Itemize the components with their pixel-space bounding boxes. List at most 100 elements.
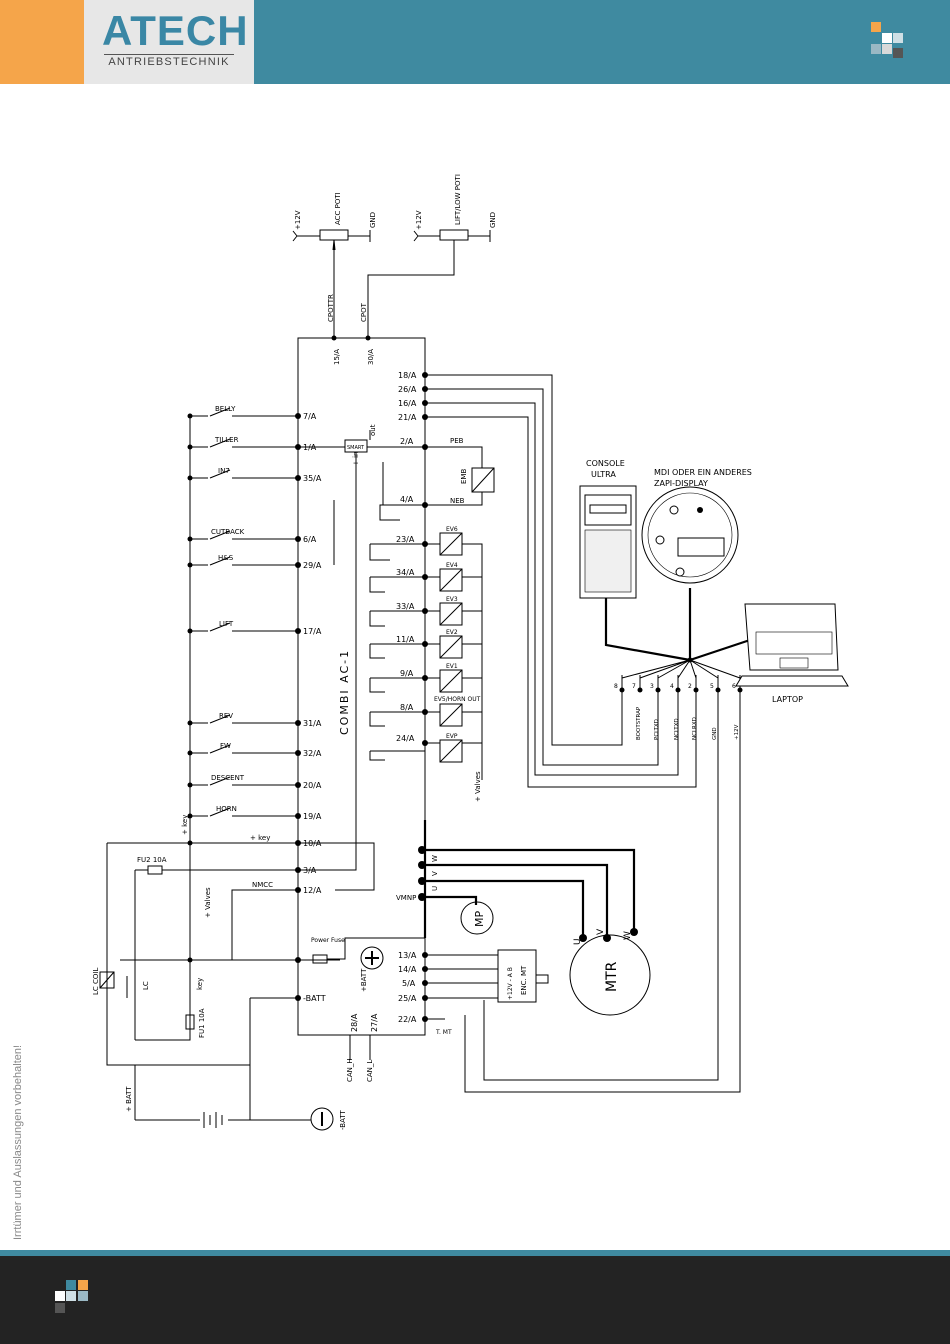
switch-hs-label: H&S <box>218 554 234 562</box>
pin-4a: 4/A <box>400 495 414 504</box>
lift-poti-label: LIFT/LOW POTI <box>454 174 462 225</box>
fu2-label: FU2 10A <box>137 856 167 864</box>
switch-belly-label: BELLY <box>215 405 236 413</box>
controller-label: COMBI AC-1 <box>338 649 351 735</box>
terminal-u: U <box>573 938 583 945</box>
conn-bootstrap: BOOTSTRAP <box>636 706 642 740</box>
connector-numbers: 8 7 3 4 2 5 6 <box>614 683 736 690</box>
pin-35a: 35/A <box>303 474 322 483</box>
valve-ev1: EV1 <box>446 663 458 670</box>
pin-24a: 24/A <box>396 734 415 743</box>
header-teal-bar <box>254 0 950 84</box>
pin-1a: 1/A <box>303 443 317 452</box>
lc-label: LC <box>142 981 150 990</box>
laptop-device <box>735 603 849 687</box>
pin-12a: 12/A <box>303 886 322 895</box>
pin-26a: 26/A <box>398 385 417 394</box>
pin-2a: 2/A <box>400 437 414 446</box>
pin-minus-batt: -BATT <box>303 994 326 1003</box>
pin-29a: 29/A <box>303 561 322 570</box>
footer-accent-line <box>0 1250 950 1256</box>
switch-lift-label: LIFT <box>219 620 234 628</box>
mp-label: MP <box>473 911 486 927</box>
minus-batt-label: -BATT <box>339 1110 347 1130</box>
valve-pins: 23/A 34/A 33/A 11/A 9/A 8/A 24/A <box>396 535 415 743</box>
valves-plus-left: + Valves <box>204 887 212 918</box>
header-orange-block <box>0 0 84 84</box>
pin-22a: 22/A <box>398 1015 417 1024</box>
laptop-label: LAPTOP <box>772 695 803 704</box>
connector-labels: BOOTSTRAP PCLTXD NCLTXD NCLRXD GND +12V <box>636 706 740 740</box>
pin-10a: 10/A <box>303 839 322 848</box>
can-l-label: CAN_L <box>366 1060 374 1082</box>
phase-v: V <box>431 871 439 876</box>
mtr-label: MTR <box>604 961 620 992</box>
pin-16a: 16/A <box>398 399 417 408</box>
footer-squares-icon <box>55 1280 88 1313</box>
acc-poti-label: ACC POTI <box>334 192 342 225</box>
pin-15a: 15/A <box>333 349 341 365</box>
pin-3a: 3/A <box>303 866 317 875</box>
vmnp-label: VMNP <box>396 894 416 902</box>
emb-label: EMB <box>460 469 468 484</box>
conn-pcltxd: PCLTXD <box>654 719 660 740</box>
pin-9a: 9/A <box>400 669 414 678</box>
pin-32a: 32/A <box>303 749 322 758</box>
conn-num-5: 5 <box>710 683 714 690</box>
acc-poti-gnd: GND <box>369 212 377 228</box>
fu1-label: FU1 10A <box>198 1008 206 1038</box>
pin-7a: 7/A <box>303 412 317 421</box>
pin-28a: 28/A <box>350 1013 359 1032</box>
pin-33a: 33/A <box>396 602 415 611</box>
nmcc-label: NMCC <box>252 881 273 889</box>
mdi-title-2: ZAPI-DISPLAY <box>654 479 708 488</box>
power-fuse-label: Power Fuse <box>311 937 345 944</box>
key-label: key <box>196 978 204 990</box>
pin-6a: 6/A <box>303 535 317 544</box>
pin-8a: 8/A <box>400 703 414 712</box>
switch-tiller-label: TILLER <box>214 436 239 444</box>
valve-ev6: EV6 <box>446 526 458 533</box>
console-title-1: CONSOLE <box>586 459 625 468</box>
pin-20a: 20/A <box>303 781 322 790</box>
can-h-label: CAN_H <box>346 1058 354 1082</box>
switch-descent-label: DESCENT <box>211 774 245 782</box>
neb-label: NEB <box>450 497 465 505</box>
conn-12v: +12V <box>734 724 740 740</box>
encoder-label: ENC. MT <box>520 965 528 995</box>
mdi-display-device <box>641 486 739 584</box>
lift-poti-gnd: GND <box>489 212 497 228</box>
valve-evp: EVP <box>446 733 458 740</box>
switch-horn-label: HORN <box>216 805 237 813</box>
valve-ev5-horn: EV5/HORN OUT <box>434 696 481 703</box>
pin-21a: 21/A <box>398 413 417 422</box>
pin-34a: 34/A <box>396 568 415 577</box>
pin-14a: 14/A <box>398 965 417 974</box>
key-plus-vertical: + key <box>181 815 189 835</box>
console-title-2: ULTRA <box>591 470 616 479</box>
conn-gnd: GND <box>712 727 718 740</box>
pin-17a: 17/A <box>303 627 322 636</box>
lift-poti-plus: +12V <box>415 210 423 230</box>
pin-31a: 31/A <box>303 719 322 728</box>
logo-text: ATECH <box>102 7 249 54</box>
phase-u: U <box>431 886 439 891</box>
conn-nclrxd: NCLRXD <box>692 717 698 740</box>
switch-fw-label: FW <box>220 742 231 750</box>
switch-in7-label: IN7 <box>218 467 230 475</box>
smart-out: out <box>369 424 377 436</box>
phase-w: W <box>431 855 439 862</box>
acc-poti-plus: +12V <box>294 210 302 230</box>
pin-11a: 11/A <box>396 635 415 644</box>
pin-13a: 13/A <box>398 951 417 960</box>
thermo-label: T. MT <box>435 1029 452 1036</box>
plus-batt-label: +BATT <box>360 968 368 992</box>
header-logo-area <box>84 0 254 84</box>
pin-23a: 23/A <box>396 535 415 544</box>
conn-num-8: 8 <box>614 683 618 690</box>
switch-labels: BELLY TILLER IN7 CUTBACK H&S LIFT REV FW… <box>211 405 245 813</box>
conn-num-6: 6 <box>732 683 736 690</box>
footer-bar <box>0 1256 950 1344</box>
pin-18a: 18/A <box>398 371 417 380</box>
